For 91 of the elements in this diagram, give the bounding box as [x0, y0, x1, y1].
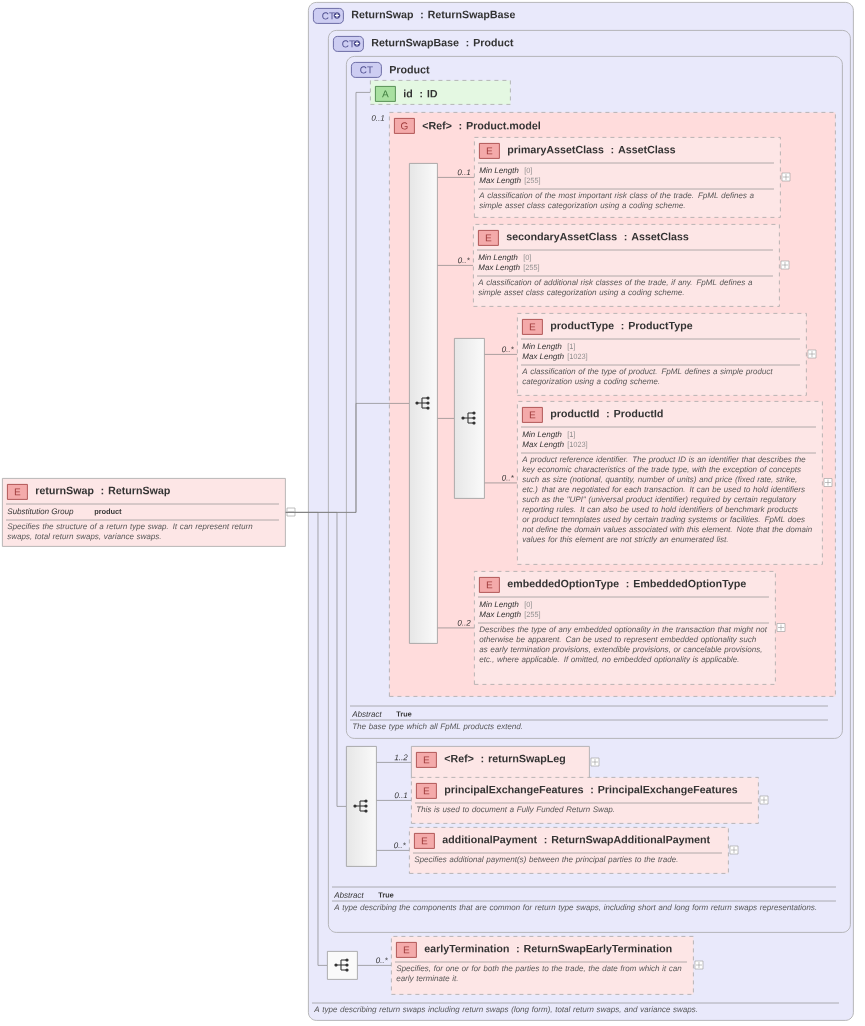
badge: CT	[313, 8, 344, 24]
facet-label: Max Length	[522, 441, 564, 449]
connector-line	[376, 850, 410, 851]
badge: E	[479, 143, 500, 159]
attribute-box	[370, 80, 511, 105]
property-label: Substitution Group	[7, 508, 74, 516]
connector-line	[285, 512, 328, 966]
description: Specifies additional payment(s) between the principal parties to the trade.	[414, 856, 678, 864]
facet-label: Max Length	[478, 264, 520, 272]
facet-label: Max Length	[479, 177, 521, 185]
badge: CT	[351, 62, 382, 78]
property-label: Abstract	[333, 892, 364, 898]
cardinality: 0..*	[458, 257, 470, 264]
badge: E	[478, 230, 499, 246]
badge: E	[396, 942, 417, 958]
element-name: ReturnSwap : ReturnSwapBase	[351, 10, 515, 21]
element-box	[474, 571, 786, 685]
element-box	[473, 224, 790, 307]
sequence-bar	[454, 338, 485, 499]
element-name: embeddedOptionType : EmbeddedOptionType	[507, 579, 746, 590]
facet-label: Min Length	[522, 431, 562, 439]
cardinality: 0..*	[394, 842, 406, 849]
element-box	[2, 478, 296, 547]
element-box	[474, 137, 791, 218]
description: This is used to document a Fully Funded Return Swap.	[416, 806, 614, 814]
sequence-bar	[327, 951, 358, 980]
element-name: <Ref> : returnSwapLeg	[444, 754, 565, 765]
badge: A	[375, 86, 396, 102]
element-box	[409, 827, 739, 874]
badge: E	[416, 752, 437, 768]
element-name: principalExchangeFeatures : PrincipalExchangeFeatures	[444, 785, 738, 796]
element-box	[517, 313, 817, 396]
connector-line	[437, 627, 475, 629]
element-name: primaryAssetClass : AssetClass	[507, 145, 676, 156]
description: A classification of the most important risk class of the trade. FpML defines a simple asset class categorization using a coding scheme.	[478, 192, 754, 210]
description: Describes the type of any embedded optionality in the transaction that might not otherwise be apparent. Can be used to represent embedded optionality such as early termination provisions, extendible provisions, or cancelable provisions, etc., where applicable. If omitted, no embedded optionality is applicable.	[479, 626, 768, 664]
badge: E	[522, 407, 543, 423]
facet-label: Max Length	[479, 611, 521, 619]
element-box	[391, 936, 704, 995]
element-name: productType : ProductType	[550, 321, 693, 332]
element-name: productId : ProductId	[550, 409, 663, 420]
connector-line	[484, 482, 518, 484]
badge: E	[416, 783, 437, 799]
property-label: Abstract	[351, 711, 382, 717]
element-name: Product	[389, 65, 430, 74]
element-name: additionalPayment : ReturnSwapAdditionalPayment	[442, 835, 710, 846]
badge: E	[522, 319, 543, 335]
element-name: id : ID	[404, 89, 438, 98]
description: A type describing return swaps including return swaps (long form), total return swaps, and variance swaps.	[313, 1006, 697, 1014]
badge: G	[394, 118, 415, 134]
description: Specifies, for one or for both the parties to the trade, the date from which it can early terminate it.	[396, 965, 682, 983]
element-name: earlyTermination : ReturnSwapEarlyTermination	[424, 944, 672, 955]
element-name: ReturnSwapBase : Product	[371, 38, 514, 49]
badge: E	[7, 484, 28, 500]
badge: E	[414, 833, 435, 849]
description: A classification of the type of product. FpML defines a simple product categorization using a coding scheme.	[521, 368, 773, 386]
element-name: <Ref> : Product.model	[422, 121, 540, 130]
cardinality: 0..1	[457, 169, 471, 176]
badge: CT	[333, 36, 364, 52]
description: Specifies the structure of a return type swap. It can represent return swaps, total return swaps, variance swaps.	[7, 523, 253, 541]
facet-label: Min Length	[479, 167, 519, 175]
element-name: secondaryAssetClass : AssetClass	[506, 232, 689, 243]
element-box	[517, 401, 833, 565]
element-box	[411, 746, 600, 779]
cardinality: 0..1	[371, 115, 385, 121]
badge: E	[479, 577, 500, 593]
description: A product reference identifier. The product ID is an identifier that describes the key economic characteristics of the trade type, with the exception of concepts such as size (notional, quantity, number of units) and price (fixed rate, strike, etc.) that are negotiated for each transaction. It can be used to hold identifiers such as the "UPI" (universal product identifier) required by certain regulatory reporting rules. It can also be used to hold identifiers of benchmark products or product temnplates used by certain trading systems or facilities. FpML does not define the domain values associated with this element. Note that the domain values for this element are not strictly an enumerated list.	[521, 456, 812, 544]
facet-label: Min Length	[478, 254, 518, 262]
description: A type describing the components that are common for return type swaps, including short and long form return swaps representations.	[333, 904, 817, 912]
connector-line	[437, 177, 475, 178]
cardinality: 0..1	[394, 792, 408, 799]
connector-line	[437, 418, 455, 419]
connector-line	[437, 265, 474, 266]
connector-line	[376, 762, 412, 763]
sequence-bar	[409, 163, 438, 644]
cardinality: 0..*	[502, 346, 514, 353]
description: The base type which all FpML products extend.	[352, 723, 522, 731]
description: A classification of additional risk classes of the trade, if any. FpML defines a simple asset class categorization using a coding scheme.	[477, 279, 753, 297]
element-name: returnSwap : ReturnSwap	[36, 486, 170, 497]
connector-line	[484, 354, 518, 355]
facet-label: Min Length	[479, 601, 519, 609]
cardinality: 0..2	[457, 620, 471, 626]
sequence-bar	[346, 746, 377, 867]
facet-label: Min Length	[522, 343, 562, 351]
cardinality: 0..*	[376, 957, 388, 964]
element-box	[411, 777, 769, 824]
connector-line	[357, 965, 392, 966]
cardinality: 1..2	[394, 754, 408, 761]
connector-line	[376, 800, 412, 801]
facet-label: Max Length	[522, 353, 564, 361]
cardinality: 0..*	[502, 475, 514, 481]
